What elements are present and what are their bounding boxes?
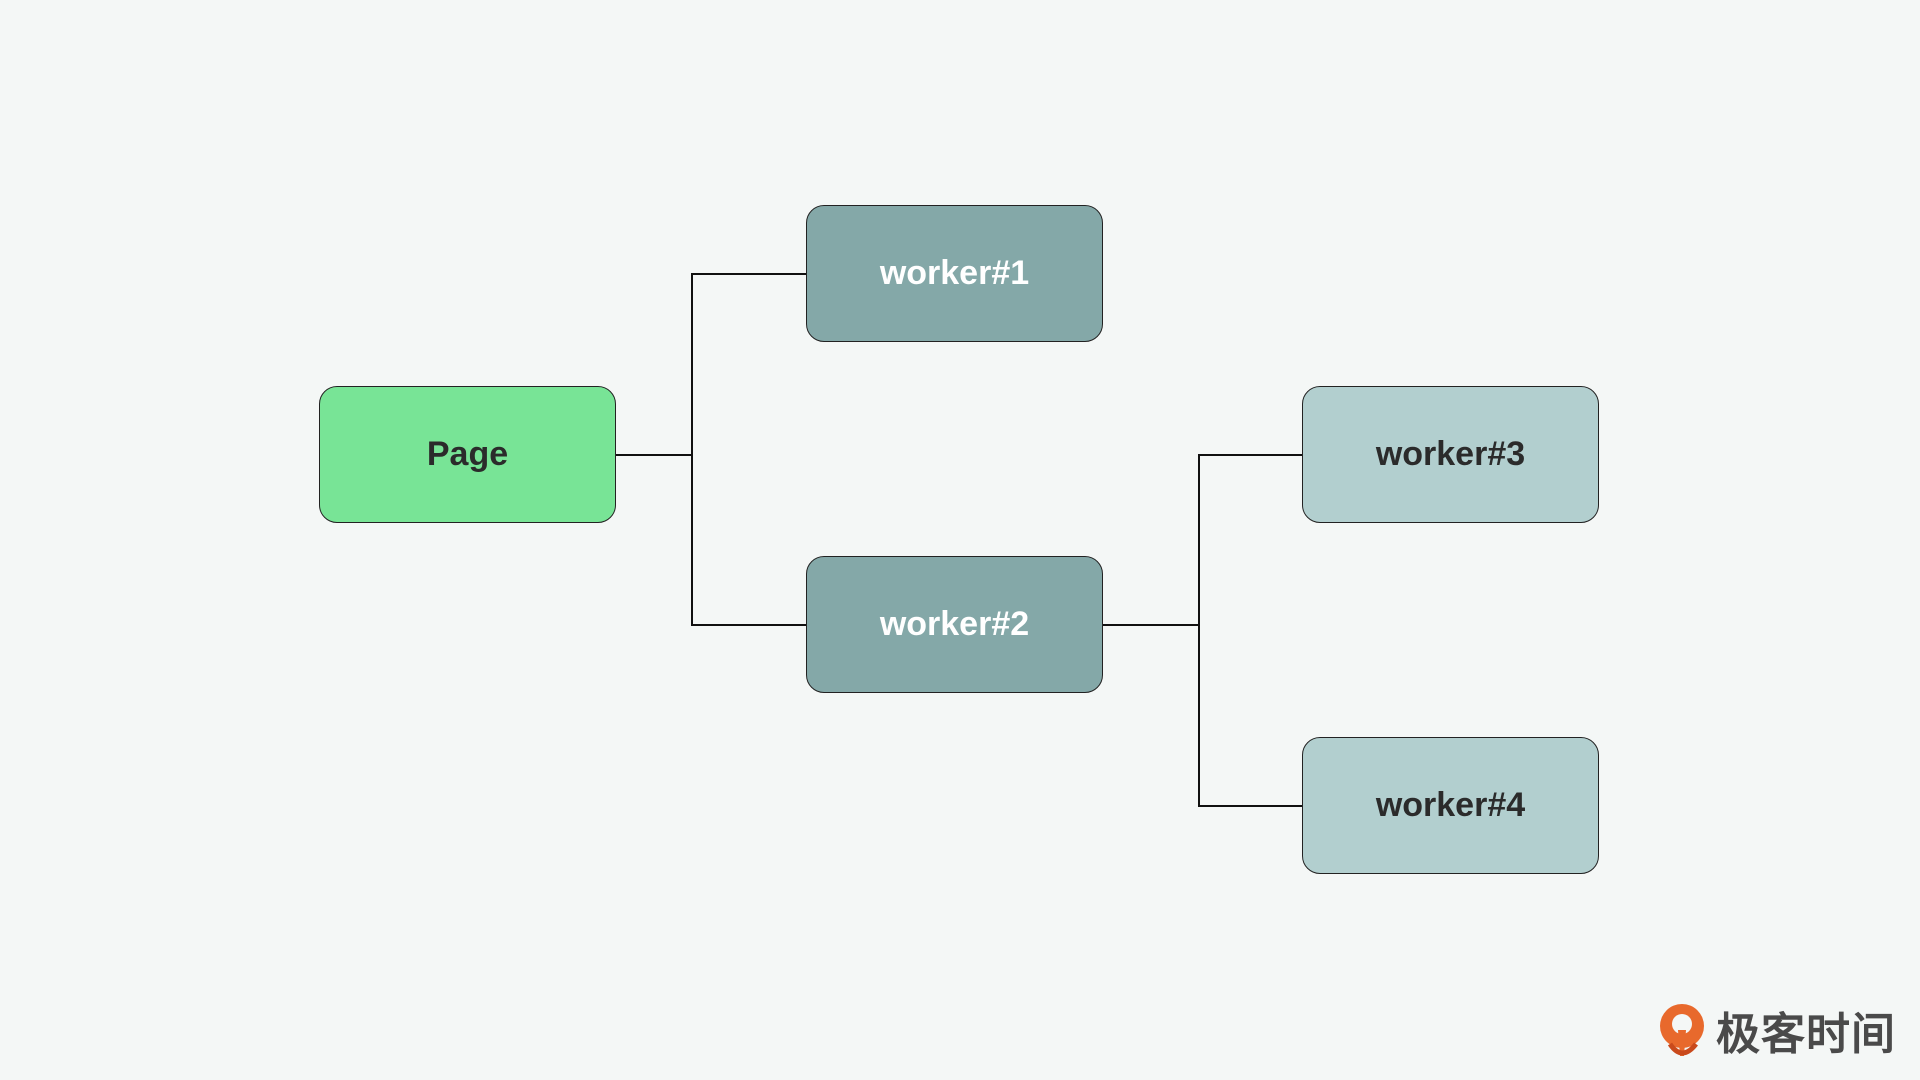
edge-page-worker1 — [616, 273, 806, 456]
node-page: Page — [319, 386, 616, 523]
logo-text: 极客时间 — [1716, 1009, 1896, 1060]
node-worker2: worker#2 — [806, 556, 1103, 693]
geektime-logo-icon — [1660, 1004, 1704, 1056]
edge-page-worker2 — [691, 455, 806, 626]
node-page-label: Page — [426, 435, 509, 473]
edge-worker2-worker4 — [1198, 625, 1302, 807]
node-worker3-label: worker#3 — [1375, 435, 1526, 473]
node-worker2-label: worker#2 — [879, 605, 1030, 643]
node-worker4-label: worker#4 — [1375, 786, 1526, 824]
logo: 极客时间 — [1656, 998, 1896, 1062]
node-worker4: worker#4 — [1302, 737, 1599, 874]
node-worker3: worker#3 — [1302, 386, 1599, 523]
edge-worker2-worker3 — [1103, 454, 1302, 626]
node-worker1-label: worker#1 — [879, 254, 1030, 292]
node-worker1: worker#1 — [806, 205, 1103, 342]
